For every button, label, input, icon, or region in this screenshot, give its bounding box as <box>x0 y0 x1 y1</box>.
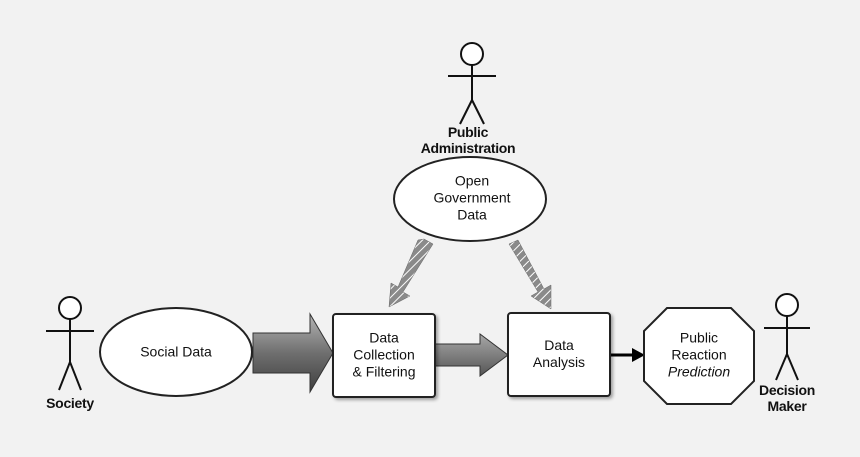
public-administration-label: Public Administration <box>420 124 516 156</box>
hatched-arrow-to-analysis <box>508 239 552 310</box>
data-analysis-label: Data Analysis <box>532 337 586 370</box>
data-collection-label: Data Collection & Filtering <box>352 329 416 380</box>
social-data-node <box>99 307 253 397</box>
public-reaction-prediction-node <box>643 307 755 405</box>
data-collection-node <box>332 313 436 398</box>
arrow-analysis-to-prediction <box>611 348 645 362</box>
society-label: Society <box>46 395 94 411</box>
decision-maker-label: Decision Maker <box>759 382 815 414</box>
big-arrow-social-to-collection <box>252 312 334 394</box>
society-actor-icon <box>46 296 94 391</box>
open-government-data-label: Open Government Data <box>433 172 511 223</box>
decision-maker-actor-icon <box>764 293 810 381</box>
data-analysis-node <box>507 312 611 397</box>
social-data-label: Social Data <box>140 343 212 360</box>
public-reaction-prediction-label: Public Reaction Prediction <box>667 329 731 380</box>
hatched-arrow-to-collection <box>388 238 434 308</box>
public-administration-actor-icon <box>448 42 496 125</box>
open-government-data-node <box>393 156 547 242</box>
arrow-collection-to-analysis <box>433 333 509 377</box>
